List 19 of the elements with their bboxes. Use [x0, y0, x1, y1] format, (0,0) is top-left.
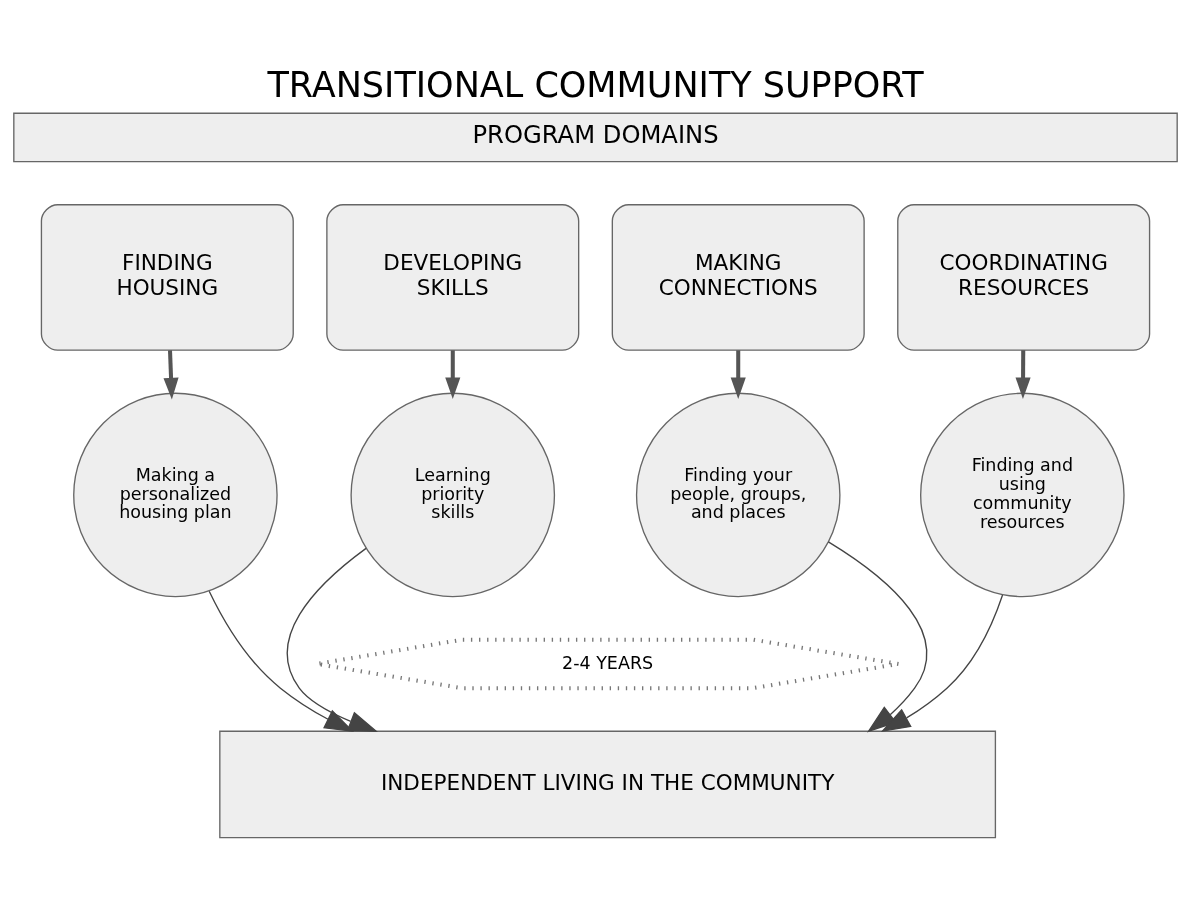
arrow: [730, 349, 746, 399]
node-box: INDEPENDENT LIVING IN THE COMMUNITY: [219, 730, 997, 838]
node-box: DEVELOPING SKILLS: [326, 203, 580, 351]
arrow: [880, 593, 1004, 732]
node-circle: Finding and using community resources: [920, 392, 1125, 597]
arrow: [208, 590, 355, 732]
arrow: [445, 349, 461, 399]
node-box: PROGRAM DOMAINS: [13, 112, 1178, 162]
arrow: [827, 540, 928, 732]
node-circle: Finding your people, groups, and places: [635, 392, 841, 597]
node-box: FINDING HOUSING: [40, 203, 294, 351]
node-circle: Making a personalized housing plan: [73, 392, 278, 597]
arrow: [286, 547, 379, 732]
node-box: COORDINATING RESOURCES: [897, 203, 1151, 351]
node-circle: Learning priority skills: [350, 392, 556, 597]
arrow: [1015, 349, 1031, 399]
node-box: MAKING CONNECTIONS: [611, 203, 865, 351]
arrow: [163, 349, 179, 399]
diagram-title: TRANSITIONAL COMMUNITY SUPPORT: [267, 64, 924, 105]
